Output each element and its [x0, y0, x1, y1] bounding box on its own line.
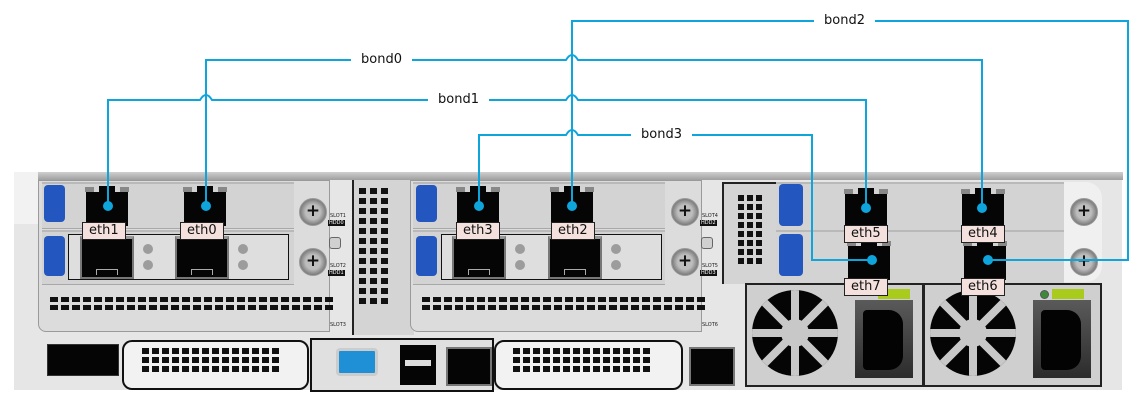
- thumbscrew[interactable]: +: [671, 248, 699, 276]
- port-led: [143, 260, 153, 270]
- port-led: [238, 244, 248, 254]
- vent-row: [422, 297, 705, 310]
- bond2-wire: [571, 20, 1129, 261]
- psu-release-lever[interactable]: [1052, 289, 1084, 299]
- sfp-port[interactable]: [175, 236, 229, 279]
- plus-icon: +: [1076, 201, 1092, 221]
- dvi-pins: [142, 348, 279, 372]
- slot-label: SLOT5: [702, 263, 718, 269]
- usb-slot: [405, 360, 431, 366]
- power-socket[interactable]: [855, 300, 913, 378]
- bond-label-bond0: bond0: [351, 52, 412, 68]
- nic-card-lower: [776, 230, 1064, 285]
- port-label-eth5: eth5: [844, 225, 888, 243]
- port-led: [515, 260, 525, 270]
- center-vent-panel: [352, 180, 414, 335]
- power-socket[interactable]: [1033, 300, 1091, 378]
- status-indicator: [701, 237, 713, 249]
- ethernet-port[interactable]: [689, 347, 735, 386]
- port-led: [611, 244, 621, 254]
- center-vent: [359, 188, 388, 304]
- bond-label-bond3: bond3: [631, 127, 692, 143]
- slot-label: SLOT4: [702, 213, 718, 219]
- status-indicator: [329, 237, 341, 249]
- card-release-tab[interactable]: [779, 184, 803, 226]
- thumbscrew[interactable]: +: [671, 198, 699, 226]
- card-release-tab[interactable]: [44, 236, 65, 276]
- port-dot-eth5: [861, 203, 871, 213]
- slot-label: SLOT3: [330, 322, 346, 328]
- thumbscrew[interactable]: +: [299, 248, 327, 276]
- psu-fan-icon: [930, 290, 1016, 376]
- port-label-eth7: eth7: [844, 278, 888, 296]
- port-dot-eth2: [567, 201, 577, 211]
- right-vent: [738, 195, 762, 264]
- rj45-port-eth7[interactable]: [847, 240, 891, 280]
- thumbscrew[interactable]: +: [299, 198, 327, 226]
- plus-icon: +: [305, 201, 321, 221]
- port-label-eth2: eth2: [551, 222, 595, 240]
- port-label-eth6: eth6: [961, 278, 1005, 296]
- card-release-tab[interactable]: [44, 185, 65, 222]
- psu-release-lever[interactable]: [878, 289, 910, 299]
- slot-label: SLOT1: [330, 213, 346, 219]
- card-release-tab[interactable]: [416, 236, 437, 276]
- port-dot-eth1: [103, 201, 113, 211]
- port-led: [143, 244, 153, 254]
- pcie-card-slot4: [413, 182, 665, 229]
- sfp-port[interactable]: [80, 236, 134, 279]
- chassis-top-edge: [38, 172, 1123, 180]
- port-dot-eth3: [474, 201, 484, 211]
- bond-label-bond2: bond2: [814, 13, 875, 29]
- bond1-wire: [107, 94, 867, 206]
- port-dot-eth4: [977, 203, 987, 213]
- port-led: [515, 244, 525, 254]
- bond-label-bond1: bond1: [428, 92, 489, 108]
- psu-fan-icon: [752, 290, 838, 376]
- card-release-tab[interactable]: [779, 234, 803, 276]
- port-led: [611, 260, 621, 270]
- bond3-wire: [478, 129, 870, 261]
- hdd-label: HDD1: [328, 270, 345, 276]
- hdd-label: HDD3: [700, 270, 717, 276]
- vent-row: [50, 297, 333, 310]
- port-label-eth4: eth4: [961, 225, 1005, 243]
- pcie-card-slot1: [42, 182, 294, 229]
- card-release-tab[interactable]: [416, 185, 437, 222]
- port-label-eth0: eth0: [180, 222, 224, 240]
- sfp-port[interactable]: [452, 236, 506, 279]
- slot-label: SLOT6: [702, 322, 718, 328]
- plus-icon: +: [305, 251, 321, 271]
- port-label-eth1: eth1: [82, 222, 126, 240]
- port-dot-eth6: [983, 255, 993, 265]
- hdd-label: HDD0: [328, 220, 345, 226]
- usb-ports[interactable]: [47, 344, 119, 376]
- plus-icon: +: [677, 251, 693, 271]
- port-label-eth3: eth3: [456, 222, 500, 240]
- thumbscrew[interactable]: +: [1070, 198, 1098, 226]
- port-led: [238, 260, 248, 270]
- sfp-port[interactable]: [548, 236, 602, 279]
- slot-label: SLOT2: [330, 263, 346, 269]
- dvi-pins: [513, 348, 650, 372]
- hdd-label: HDD2: [700, 220, 717, 226]
- vga-port[interactable]: [336, 348, 378, 376]
- bond0-wire: [205, 54, 983, 206]
- mgmt-ethernet-port[interactable]: [446, 347, 492, 386]
- plus-icon: +: [677, 201, 693, 221]
- port-dot-eth0: [201, 201, 211, 211]
- port-dot-eth7: [867, 255, 877, 265]
- psu-status-led: [1040, 290, 1049, 299]
